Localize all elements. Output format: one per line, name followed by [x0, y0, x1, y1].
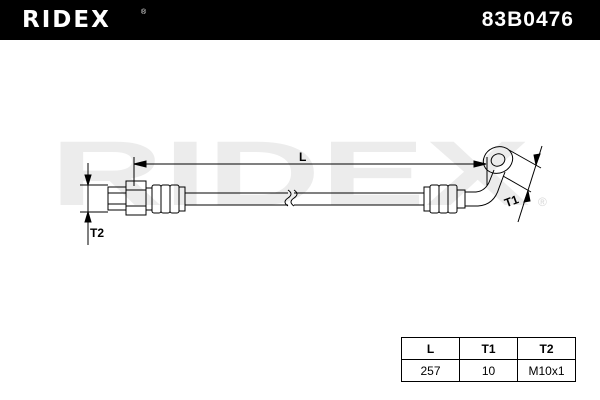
- arrow-T2-bottom: [84, 210, 92, 223]
- spec-table: L T1 T2 257 10 M10x1: [401, 337, 576, 382]
- watermark-registered-mark: ®: [538, 195, 547, 209]
- part-number: 83B0476: [481, 8, 574, 31]
- arrow-L-right: [473, 160, 487, 168]
- spec-value-L: 257: [401, 359, 460, 382]
- spec-header-L: L: [401, 337, 460, 360]
- spec-value-T1: 10: [459, 359, 518, 382]
- banjo-eye-inner: [490, 153, 506, 167]
- brand-logo: RIDEX: [22, 7, 111, 33]
- header-bar: RIDEX ® 83B0476: [0, 0, 600, 40]
- banjo-eye-outer: [482, 146, 514, 174]
- arrow-T1-top: [533, 153, 541, 167]
- hose-break-symbol: [284, 189, 298, 207]
- fitting-neck-right: [456, 189, 466, 209]
- watermark-text: RIDEX: [50, 123, 530, 225]
- crimp-sleeve-left: [178, 186, 186, 212]
- arrow-L-left: [133, 160, 147, 168]
- spec-table-header-row: L T1 T2: [401, 337, 576, 360]
- label-T1: T1: [502, 192, 520, 210]
- arrow-T1-bottom: [523, 189, 531, 203]
- label-L: L: [299, 150, 306, 164]
- extension-line-T1-bottom: [502, 175, 532, 193]
- label-T2: T2: [90, 226, 104, 240]
- spec-header-T2: T2: [517, 337, 576, 360]
- spec-header-T1: T1: [459, 337, 518, 360]
- brake-hose-drawing: RIDEX ®: [50, 123, 547, 245]
- arrow-T2-top: [84, 174, 92, 187]
- bent-tube: [465, 169, 506, 207]
- spec-table-value-row: 257 10 M10x1: [401, 359, 576, 382]
- spec-value-T2: M10x1: [517, 359, 576, 382]
- brand-registered-mark: ®: [141, 9, 147, 16]
